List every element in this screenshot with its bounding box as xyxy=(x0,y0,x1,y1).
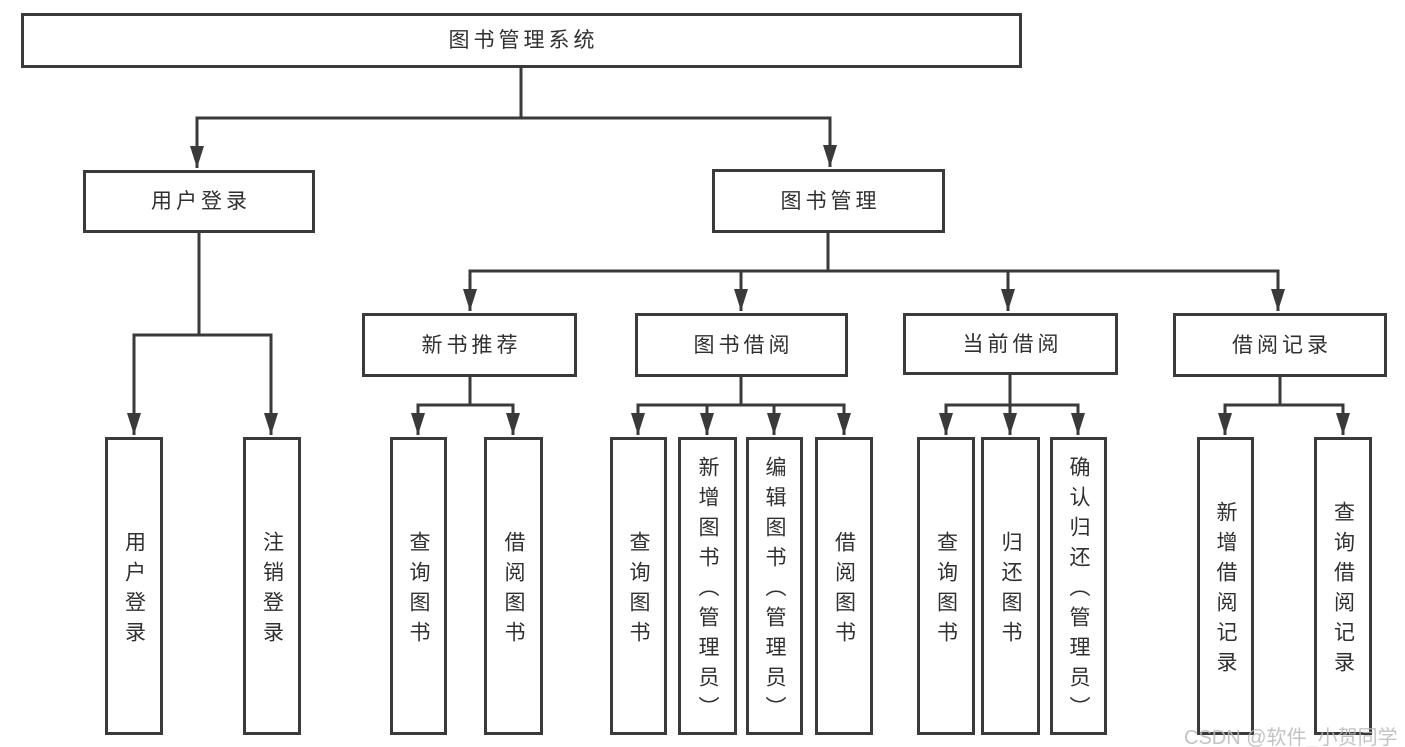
node-book-borrow: 图书借阅 xyxy=(635,313,848,377)
leaf-cb-confirm-return-admin: 确认归还（管理员） xyxy=(1050,437,1107,735)
node-label: 新增借阅记录 xyxy=(1214,500,1237,681)
leaf-logout: 注销登录 xyxy=(243,437,301,735)
node-label: 新增图书（管理员） xyxy=(696,455,719,726)
node-label: 用户登录 xyxy=(151,190,251,213)
node-label: 当前借阅 xyxy=(962,332,1063,356)
node-label: 图书借阅 xyxy=(693,333,794,357)
connector-arrows xyxy=(127,118,1350,435)
leaf-bb-query-books: 查询图书 xyxy=(610,437,667,735)
leaf-cb-query-books: 查询图书 xyxy=(917,437,975,735)
node-label: 查询图书 xyxy=(934,530,958,651)
node-borrow-records: 借阅记录 xyxy=(1173,313,1387,377)
node-current-borrow: 当前借阅 xyxy=(903,313,1118,375)
node-label: 借阅图书 xyxy=(832,530,856,651)
node-new-book-recommend: 新书推荐 xyxy=(362,313,577,377)
node-label: 注销登录 xyxy=(260,530,284,651)
leaf-cb-return-books: 归还图书 xyxy=(981,437,1040,735)
node-label: 借阅记录 xyxy=(1232,333,1332,357)
leaf-br-add-record: 新增借阅记录 xyxy=(1197,437,1254,735)
leaf-bb-add-books-admin: 新增图书（管理员） xyxy=(678,437,737,735)
leaf-bb-edit-books-admin: 编辑图书（管理员） xyxy=(746,437,803,735)
node-label: 图书管理系统 xyxy=(448,29,599,52)
leaf-bb-borrow-books: 借阅图书 xyxy=(815,437,873,735)
node-book-management: 图书管理 xyxy=(712,169,945,233)
connector-skeleton xyxy=(132,66,1345,407)
leaf-nbr-query-books: 查询图书 xyxy=(390,437,447,735)
node-user-login: 用户登录 xyxy=(83,170,315,233)
node-label: 新书推荐 xyxy=(421,333,522,357)
node-library-system: 图书管理系统 xyxy=(21,13,1022,68)
node-label: 用户登录 xyxy=(122,530,146,651)
node-label: 图书管理 xyxy=(780,189,881,213)
csdn-watermark: CSDN @软件_小贺同学 xyxy=(1184,727,1398,747)
node-label: 查询图书 xyxy=(407,530,430,651)
leaf-user-login: 用户登录 xyxy=(105,437,163,735)
node-label: 查询借阅记录 xyxy=(1331,500,1355,681)
leaf-nbr-borrow-books: 借阅图书 xyxy=(484,437,543,735)
leaf-br-query-record: 查询借阅记录 xyxy=(1314,437,1372,735)
node-label: 借阅图书 xyxy=(502,530,525,651)
node-label: 归还图书 xyxy=(999,530,1022,651)
node-label: 编辑图书（管理员） xyxy=(763,455,786,726)
node-label: 查询图书 xyxy=(627,530,650,651)
node-label: 确认归还（管理员） xyxy=(1067,455,1090,726)
